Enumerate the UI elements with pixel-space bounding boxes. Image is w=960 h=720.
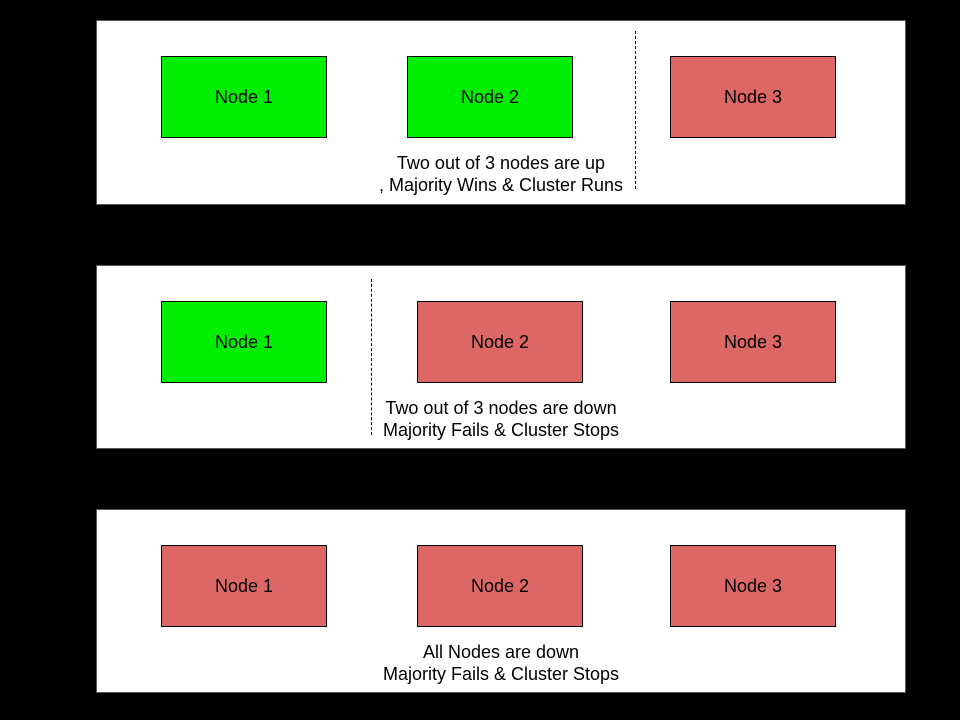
node-label: Node 3	[723, 331, 783, 352]
node-label: Node 2	[470, 331, 530, 352]
node-box-3: Node 3	[670, 545, 836, 627]
node-label: Node 1	[214, 331, 274, 352]
node-box-1: Node 1	[161, 301, 327, 383]
node-box-1: Node 1	[161, 545, 327, 627]
node-label: Node 3	[723, 575, 783, 596]
scenario-panel-two-nodes-down: Node 1 Node 2 Node 3 Two out of 3 nodes …	[96, 265, 906, 449]
node-label: Node 3	[723, 86, 783, 107]
node-box-1: Node 1	[161, 56, 327, 138]
quorum-divider-dashed-line	[635, 31, 636, 189]
node-label: Node 1	[214, 86, 274, 107]
node-box-3: Node 3	[670, 56, 836, 138]
caption-line-2: Majority Fails & Cluster Stops	[382, 664, 620, 684]
node-box-2: Node 2	[407, 56, 573, 138]
scenario-panel-all-nodes-down: Node 1 Node 2 Node 3 All Nodes are down …	[96, 509, 906, 693]
caption-line-1: All Nodes are down	[422, 642, 580, 662]
node-label: Node 2	[460, 86, 520, 107]
scenario-panel-two-nodes-up: Node 1 Node 2 Node 3 Two out of 3 nodes …	[96, 20, 906, 205]
quorum-divider-dashed-line	[371, 279, 372, 435]
caption-line-1: Two out of 3 nodes are up	[396, 153, 606, 173]
caption-line-2: , Majority Wins & Cluster Runs	[378, 175, 624, 195]
caption-line-2: Majority Fails & Cluster Stops	[382, 420, 620, 440]
node-label: Node 2	[470, 575, 530, 596]
node-box-3: Node 3	[670, 301, 836, 383]
caption-line-1: Two out of 3 nodes are down	[385, 398, 617, 418]
node-box-2: Node 2	[417, 545, 583, 627]
scenario-caption: Two out of 3 nodes are up , Majority Win…	[97, 152, 905, 196]
scenario-caption: Two out of 3 nodes are down Majority Fai…	[97, 397, 905, 441]
node-label: Node 1	[214, 575, 274, 596]
scenario-caption: All Nodes are down Majority Fails & Clus…	[97, 641, 905, 685]
node-box-2: Node 2	[417, 301, 583, 383]
